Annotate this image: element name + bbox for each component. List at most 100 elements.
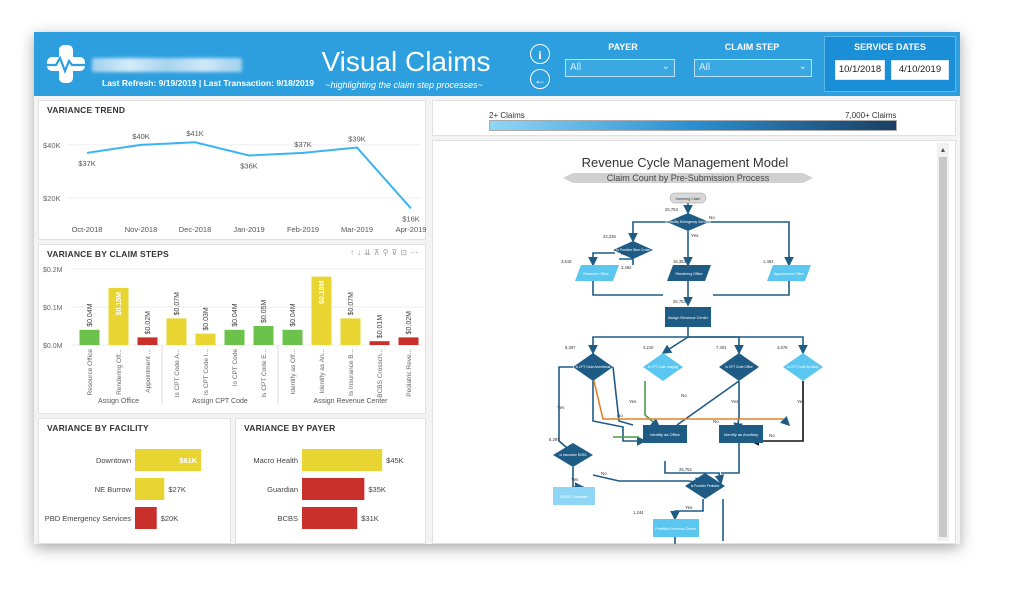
data-label: $0.18M [319,280,326,304]
count-label: 1,244 [633,510,644,515]
focus-icon[interactable]: ⊡ [400,248,410,257]
claim-step-dropdown-value: All [699,62,711,73]
refresh-status: Last Refresh: 9/19/2019 | Last Transacti… [102,78,315,88]
flow-nodes: Incoming Claim Is Facility Emergency Ser… [553,192,823,537]
category-label: NE Burrow [95,485,132,494]
node-provider-pediatric[interactable] [685,473,725,499]
x-tick-label: Jan-2019 [233,225,264,234]
x-tick-label: Is CPT Code [232,349,239,386]
node-pediatric-revenue[interactable] [653,519,699,537]
node-rendering-office[interactable] [667,265,711,281]
data-label: $16K [402,214,420,223]
node-identify-ancillary[interactable] [719,425,763,443]
node-emergency[interactable] [667,213,709,231]
data-label: $0.03M [203,307,210,331]
header-bar: Last Refresh: 9/19/2019 | Last Transacti… [34,32,960,96]
count-label: 22,235 [603,234,616,239]
node-insurance-bcbs[interactable] [553,443,593,467]
scroll-up-arrow-icon[interactable]: ▲ [940,147,947,154]
bar [79,329,100,345]
data-label: $0.07M [348,292,355,316]
flow-diagram-panel[interactable]: Revenue Cycle Management Model Claim Cou… [432,140,956,544]
bar [135,478,165,500]
payer-filter-label: PAYER [608,42,638,52]
data-label: $0.01M [377,315,384,339]
more-icon[interactable]: ⋯ [410,248,421,257]
payer-dropdown[interactable]: All ⌄ [565,59,675,77]
node-appointment-office[interactable] [767,265,811,281]
category-label: PBD Emergency Services [45,514,132,523]
flow-counts: 25,753 22,235 3,518 3,482 16,353 1,462 2… [549,207,788,515]
edge-no-label: No [621,251,627,256]
service-dates-label: SERVICE DATES [854,42,926,52]
category-label: BCBS [278,514,298,523]
count-label: 8,397 [565,345,576,350]
pin-icon[interactable]: ⚲ [382,248,392,257]
arrow-down-icon[interactable]: ↓ [357,248,365,257]
flow-subtitle: Claim Count by Pre-Submission Process [607,173,770,183]
edge-no-label: No [709,215,715,220]
back-arrow-icon: ← [534,73,546,87]
data-label: $0.04M [232,303,239,327]
drill-icon[interactable]: ⊼ [373,248,383,257]
x-tick-label: Identify as Off... [290,349,297,395]
group-label: Assign CPT Code [192,398,248,405]
edge-no-label: No [601,471,607,476]
claim-step-dropdown[interactable]: All ⌄ [694,59,812,77]
bar [135,449,202,471]
node-identify-office[interactable] [643,425,687,443]
node-blue-cross[interactable] [613,241,653,259]
x-tick-label: BCBS Crossch... [377,349,384,398]
node-cpt-anesthesia[interactable] [573,353,613,381]
y-tick-label: $0.0M [43,343,63,350]
start-date-input[interactable]: 10/1/2018 [835,60,885,80]
node-cpt-imaging-label: Is CPT Code Imaging [648,365,679,369]
y-tick-label: $0.1M [43,305,63,312]
back-button[interactable]: ← [530,69,550,89]
double-arrow-down-icon[interactable]: ⇊ [364,248,374,257]
count-label: 16,353 [673,259,686,264]
node-cpt-office[interactable] [719,353,759,381]
node-bcbs-crosswalk[interactable] [553,487,595,505]
info-button[interactable]: i [530,44,550,64]
node-cpt-anesthesia-label: Is CPT Code Anesthesia [576,365,611,369]
node-cpt-imaging[interactable] [643,353,683,381]
end-date-input[interactable]: 4/10/2019 [891,60,949,80]
node-insurance-bcbs-label: Is Insurance BCBS [560,453,587,457]
count-label: 25,752 [679,467,692,472]
node-resource-office[interactable] [575,265,619,281]
data-label: $39K [348,135,366,144]
node-incoming[interactable] [669,192,707,204]
data-label: $0.04M [290,303,297,327]
node-identify-office-label: Identify as Office [650,432,680,437]
visual-toolbar: ↑↓⇊⊼⚲⊽⊡⋯ [350,248,421,257]
filter-icon[interactable]: ⊽ [391,248,401,257]
node-assign-revenue[interactable] [665,307,711,327]
bar [253,326,274,345]
edge-yes-label: Yes [557,405,565,410]
count-label: 3,518 [561,259,572,264]
x-tick-label: Pediatric Reve... [406,349,413,397]
bar [282,329,303,345]
data-label: $0.07M [174,292,181,316]
node-bcbs-crosswalk-label: BCBS Crosswalk [560,495,588,499]
data-label: $37K [78,159,96,168]
flow-scrollbar-thumb[interactable] [939,157,947,537]
node-pediatric-revenue-label: Pediatric Revenue Center [655,527,697,531]
node-cpt-ancillary[interactable] [783,353,823,381]
group-label: Assign Revenue Center [314,398,389,405]
count-label: 25,753 [665,207,678,212]
bar [369,341,390,345]
node-rendering-label: Rendering Office [676,272,703,276]
group-label: Assign Office [98,398,139,405]
claim-steps-panel[interactable]: VARIANCE BY CLAIM STEPS ↑↓⇊⊼⚲⊽⊡⋯ $0.2M$0… [38,244,426,414]
edge-no-label: No [769,433,775,438]
medical-cross-logo-icon [46,45,86,83]
data-label: $0.05M [261,299,268,323]
chevron-down-icon: ⌄ [661,61,670,72]
arrow-up-icon[interactable]: ↑ [350,248,358,257]
